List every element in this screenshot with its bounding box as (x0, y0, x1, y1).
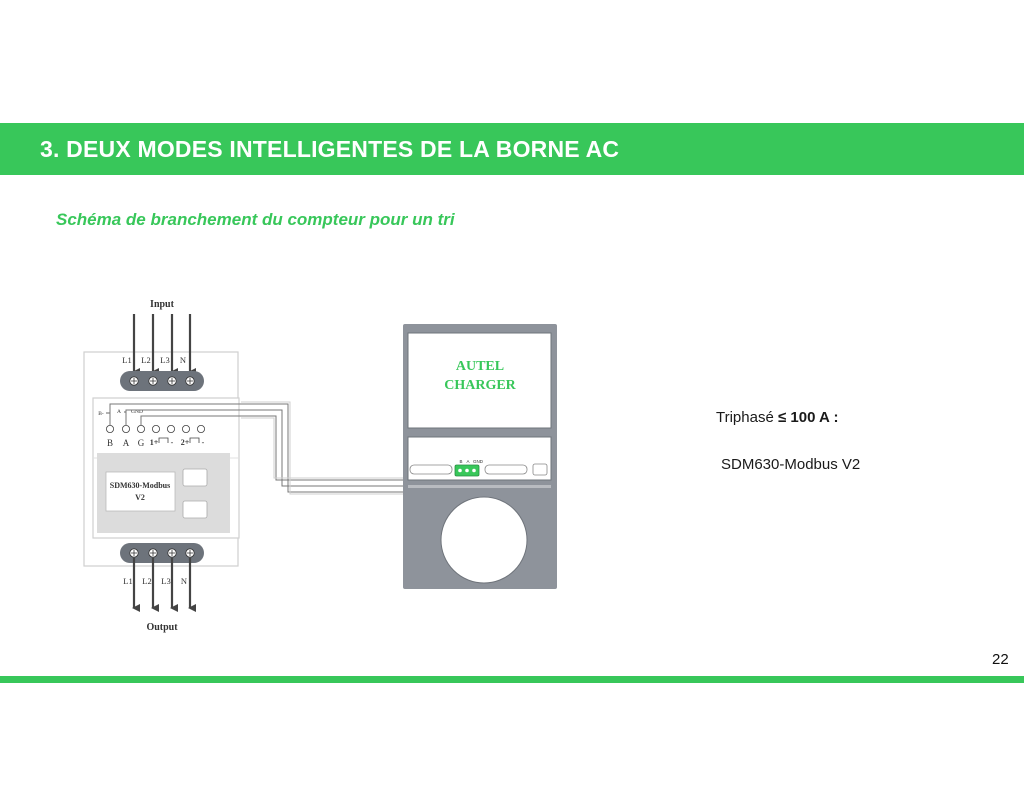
header-band: 3. DEUX MODES INTELLIGENTES DE LA BORNE … (0, 123, 1024, 175)
connector-label-gnd: GND (473, 459, 484, 464)
phase-label-top-l2: L2 (141, 355, 150, 365)
energy-meter: Input L1 L2 L3 N B- A GND B (83, 299, 240, 633)
charger-slot-small (532, 463, 548, 476)
charger-brand-line2: CHARGER (444, 378, 516, 393)
phase-label-bottom-l2: L2 (142, 576, 151, 586)
phase-label-top-l3: L3 (160, 355, 169, 365)
meter-model-plate (105, 471, 176, 512)
phase-label-bottom-l3: L3 (161, 576, 170, 586)
charger-slot-right (484, 464, 528, 475)
connector-label-b: B (459, 459, 462, 464)
footer-band (0, 676, 1024, 683)
spec-triphase-prefix: Triphasé (716, 409, 778, 426)
top-terminal-block (120, 371, 204, 391)
spec-triphase-limit: Triphasé ≤ 100 A : (716, 409, 838, 426)
charger-modbus-connector (454, 464, 480, 477)
input-label: Input (150, 299, 175, 310)
charger-socket-circle (440, 496, 528, 584)
phase-label-top-l1: L1 (122, 355, 131, 365)
meter-button-bottom (182, 500, 208, 519)
terminal-label-1minus: - (171, 438, 174, 447)
spec-triphase-value: ≤ 100 A : (777, 409, 839, 426)
terminal-small-label-b: B- (98, 411, 104, 417)
charger-screen (407, 332, 552, 429)
terminal-label-g: G (138, 438, 145, 448)
charger-slot-left (409, 464, 453, 475)
page-number: 22 (992, 651, 1009, 668)
terminal-label-b: B (107, 438, 113, 448)
page-title: 3. DEUX MODES INTELLIGENTES DE LA BORNE … (40, 136, 620, 162)
spec-meter-model: SDM630-Modbus V2 (721, 456, 861, 473)
terminal-small-label-gnd: GND (131, 409, 143, 415)
terminal-label-2plus: 2+ (181, 438, 190, 447)
input-wires (132, 314, 196, 376)
output-label: Output (146, 622, 178, 633)
terminal-label-a: A (123, 438, 130, 448)
phase-label-top-n: N (180, 355, 186, 365)
output-wires (132, 558, 196, 612)
terminal-label-2minus: - (202, 438, 205, 447)
meter-model-line2: V2 (135, 493, 145, 502)
section-subtitle: Schéma de branchement du compteur pour u… (56, 210, 455, 229)
meter-model-line1: SDM630-Modbus (110, 481, 170, 490)
connector-label-a: A (466, 459, 469, 464)
terminal-label-1plus: 1+ (150, 438, 159, 447)
meter-button-top (182, 468, 208, 487)
phase-label-bottom-n: N (181, 576, 187, 586)
charger-brand-line1: AUTEL (456, 359, 504, 374)
bottom-terminal-block (120, 543, 204, 563)
terminal-small-label-a: A (117, 409, 121, 415)
autel-charger: AUTEL CHARGER B A GND (403, 324, 557, 589)
phase-label-bottom-l1: L1 (123, 576, 132, 586)
